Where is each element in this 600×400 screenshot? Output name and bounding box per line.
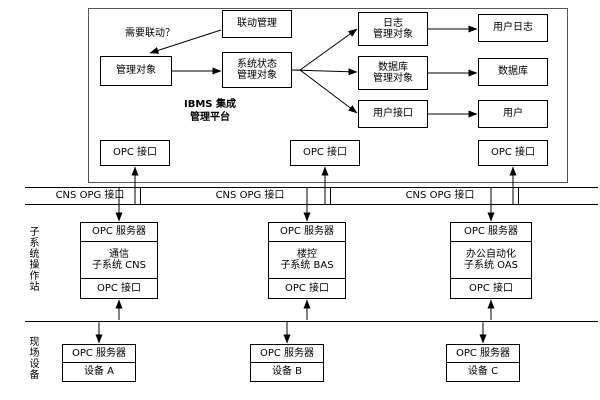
node-user-interface-text: 用户接口	[373, 108, 413, 120]
field-device-b-server: OPC 服务器	[250, 344, 324, 363]
subsystem-cns-body: 通信子系统 CNS	[80, 241, 158, 279]
subsystem-oas-body-text: 子系统 OAS	[463, 260, 519, 271]
field-device-c-server-text: OPC 服务器	[455, 347, 511, 359]
bus-label-cns-3: CNS OPG 接口	[405, 190, 475, 201]
field-device-bus-rule	[25, 321, 598, 322]
subsystem-cns-body-text: 通信	[109, 248, 129, 260]
node-linkage-manage-text: 联动管理	[237, 18, 277, 30]
cns-bus-top-rule	[25, 187, 598, 188]
bus-label-cns-1: CNS OPG 接口	[55, 190, 125, 201]
subsystem-oas-iface-text: OPC 接口	[468, 282, 514, 294]
subsystem-oas-iface: OPC 接口	[450, 278, 532, 299]
node-log-manage-object-text: 管理对象	[373, 29, 413, 40]
subsystem-bas-iface-text: OPC 接口	[284, 282, 330, 294]
subsystem-bas-server-text: OPC 服务器	[279, 226, 335, 238]
node-database: 数据库	[478, 58, 548, 86]
node-system-state-object-text: 系统状态	[237, 58, 277, 70]
subsystem-cns-iface-text: OPC 接口	[96, 282, 142, 294]
field-device-a-name-text: 设备 A	[83, 366, 115, 378]
field-device-b-name-text: 设备 B	[271, 366, 303, 378]
subsystem-bas-server: OPC 服务器	[268, 222, 346, 242]
field-device-c-server: OPC 服务器	[446, 344, 520, 363]
platform-title-line2: 管理平台	[190, 112, 230, 123]
node-opc-iface-mid-text: OPC 接口	[302, 147, 348, 159]
cns-bus-separator-1	[140, 187, 141, 204]
field-device-b-server-text: OPC 服务器	[259, 347, 315, 359]
side-label-subsystem-station: 子系统操作站	[27, 226, 38, 292]
node-opc-iface-right-text: OPC 接口	[490, 147, 536, 159]
field-device-a-server-text: OPC 服务器	[71, 347, 127, 359]
field-device-a-server: OPC 服务器	[62, 344, 136, 363]
node-user-text: 用户	[503, 108, 523, 120]
node-manage-object-text: 管理对象	[116, 65, 156, 77]
subsystem-cns-server: OPC 服务器	[80, 222, 158, 242]
subsystem-oas-body-text: 办公自动化	[466, 248, 516, 260]
node-manage-object: 管理对象	[100, 56, 172, 86]
node-opc-iface-right: OPC 接口	[478, 140, 548, 166]
linkage-question-label: 需要联动？	[125, 28, 175, 39]
subsystem-oas-body: 办公自动化子系统 OAS	[450, 241, 532, 279]
field-device-a-name: 设备 A	[62, 362, 136, 382]
subsystem-bas-iface: OPC 接口	[268, 278, 346, 299]
node-log-manage-object-text: 日志	[383, 17, 403, 29]
subsystem-cns-server-text: OPC 服务器	[91, 226, 147, 238]
node-linkage-manage: 联动管理	[222, 10, 292, 38]
bus-label-cns-2: CNS OPG 接口	[215, 190, 285, 201]
field-device-c-name-text: 设备 C	[467, 366, 499, 378]
field-device-b-name: 设备 B	[250, 362, 324, 382]
subsystem-bas-body-text: 楼控	[297, 248, 317, 260]
node-system-state-object: 系统状态管理对象	[222, 52, 292, 88]
platform-title-line1: IBMS 集成	[184, 99, 236, 110]
subsystem-oas-server: OPC 服务器	[450, 222, 532, 242]
subsystem-cns-body-text: 子系统 CNS	[92, 260, 146, 271]
cns-bus-separator-3	[518, 187, 519, 204]
subsystem-oas-server-text: OPC 服务器	[463, 226, 519, 238]
subsystem-bas-body-text: 子系统 BAS	[280, 260, 334, 271]
node-opc-iface-left: OPC 接口	[100, 140, 170, 166]
node-system-state-object-text: 管理对象	[237, 70, 277, 81]
node-db-manage-object-text: 数据库	[378, 61, 408, 73]
node-db-manage-object-text: 管理对象	[373, 73, 413, 84]
node-log-manage-object: 日志管理对象	[358, 12, 428, 46]
node-opc-iface-left-text: OPC 接口	[112, 147, 158, 159]
cns-bus-bottom-rule	[25, 204, 598, 205]
node-opc-iface-mid: OPC 接口	[290, 140, 360, 166]
subsystem-bas-body: 楼控子系统 BAS	[268, 241, 346, 279]
subsystem-cns-iface: OPC 接口	[80, 278, 158, 299]
cns-bus-separator-2	[330, 187, 331, 204]
node-user: 用户	[478, 100, 548, 128]
node-db-manage-object: 数据库管理对象	[358, 56, 428, 90]
node-user-log: 用户日志	[478, 14, 548, 42]
node-user-interface: 用户接口	[358, 100, 428, 128]
node-user-log-text: 用户日志	[493, 22, 533, 34]
node-database-text: 数据库	[498, 66, 528, 78]
side-label-field-devices: 现场设备	[27, 336, 38, 380]
field-device-c-name: 设备 C	[446, 362, 520, 382]
